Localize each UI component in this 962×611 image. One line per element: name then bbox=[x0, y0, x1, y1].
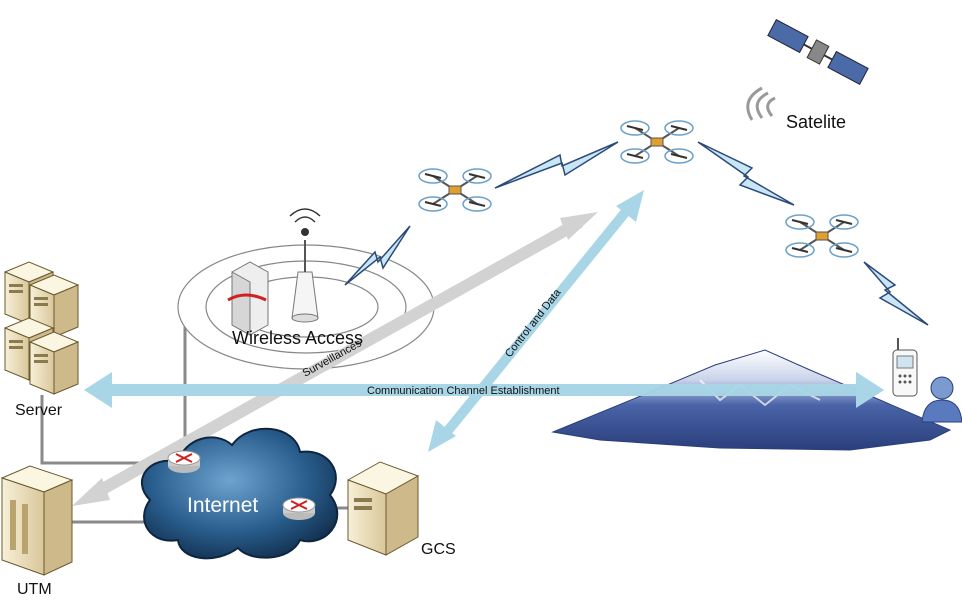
comm-channel-arrow-front bbox=[560, 372, 884, 408]
mountain-icon bbox=[551, 349, 952, 451]
access-point-icon bbox=[227, 208, 321, 336]
gcs-icon bbox=[346, 461, 420, 556]
lightning-icon bbox=[344, 225, 411, 286]
internet-label: Internet bbox=[187, 494, 258, 517]
router-icon bbox=[167, 450, 201, 474]
satellite-label: Satelite bbox=[786, 112, 846, 132]
server-label: Server bbox=[15, 402, 63, 419]
lightning-icon bbox=[863, 261, 929, 326]
utm-icon bbox=[0, 465, 74, 576]
lightning-icon bbox=[697, 141, 795, 206]
surveillance-arrow bbox=[72, 212, 598, 506]
gcs-label: GCS bbox=[421, 541, 456, 558]
drone-icon bbox=[620, 120, 694, 164]
phone-icon bbox=[892, 338, 918, 397]
server-icon bbox=[4, 261, 79, 395]
signal-waves-icon bbox=[746, 86, 776, 121]
control-data-label: Control and Data bbox=[503, 286, 564, 360]
drone-icon bbox=[418, 168, 492, 212]
satellite-icon bbox=[767, 18, 869, 86]
control-data-arrow bbox=[428, 190, 644, 452]
utm-label: UTM bbox=[17, 581, 52, 598]
antenna-icon bbox=[289, 208, 321, 223]
lightning-icon bbox=[494, 141, 619, 189]
router-icon bbox=[282, 497, 316, 521]
drone-icon bbox=[785, 214, 859, 258]
person-icon bbox=[921, 376, 962, 423]
comm-channel-label: Communication Channel Establishment bbox=[367, 385, 560, 397]
wireless-access-label: Wireless Access bbox=[232, 328, 363, 348]
wireless-links bbox=[344, 86, 929, 326]
